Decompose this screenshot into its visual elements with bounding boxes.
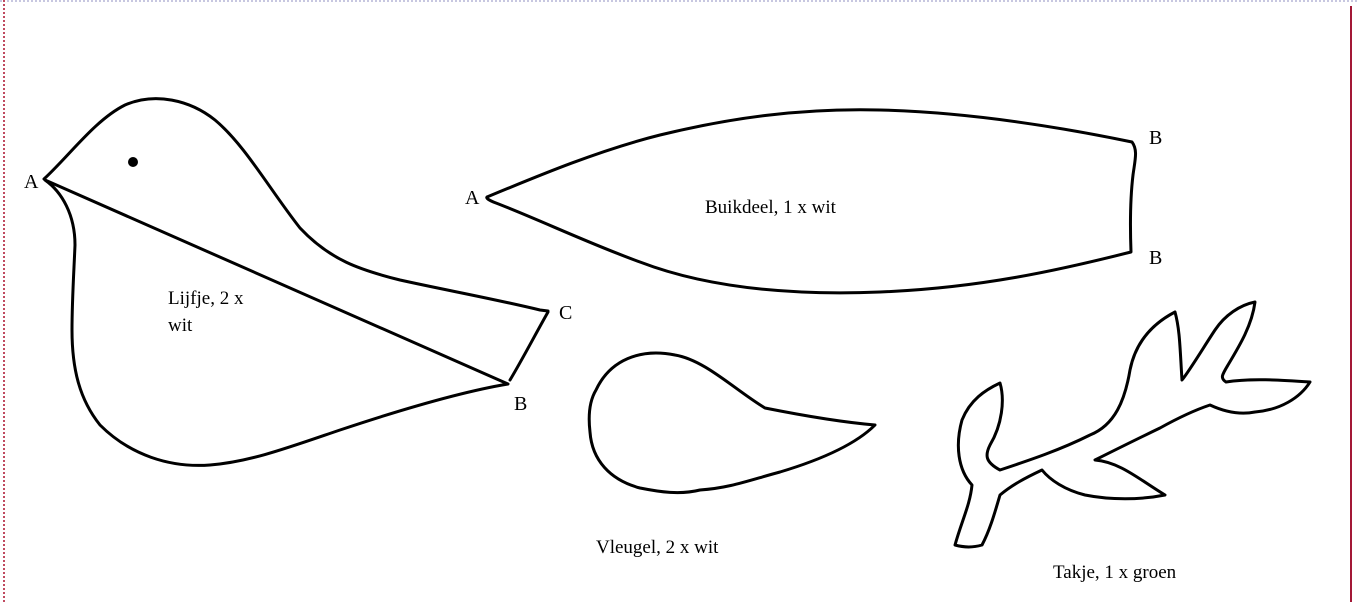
belly-outline — [485, 108, 1137, 295]
belly-point-b-top-label: B — [1149, 127, 1163, 149]
body-caption-line2: wit — [168, 315, 193, 336]
twig-outline — [953, 300, 1312, 549]
twig-caption: Takje, 1 x groen — [1053, 562, 1177, 583]
body-point-c-label: C — [559, 302, 573, 324]
belly-point-a-label: A — [465, 187, 480, 209]
belly-point-b-bottom-label: B — [1149, 247, 1163, 269]
bird-eye — [128, 157, 138, 167]
body-caption-line1: Lijfje, 2 x — [168, 288, 244, 309]
top-dotted-border — [0, 0, 1357, 4]
body-point-b-label: B — [514, 393, 528, 415]
right-frame-line — [1350, 6, 1353, 602]
bird-body-outline — [42, 97, 550, 467]
belly-caption: Buikdeel, 1 x wit — [705, 197, 836, 218]
wing-outline — [587, 351, 877, 495]
wing-caption: Vleugel, 2 x wit — [596, 537, 719, 558]
body-point-a-label: A — [24, 171, 39, 193]
left-dotted-border — [3, 0, 6, 602]
